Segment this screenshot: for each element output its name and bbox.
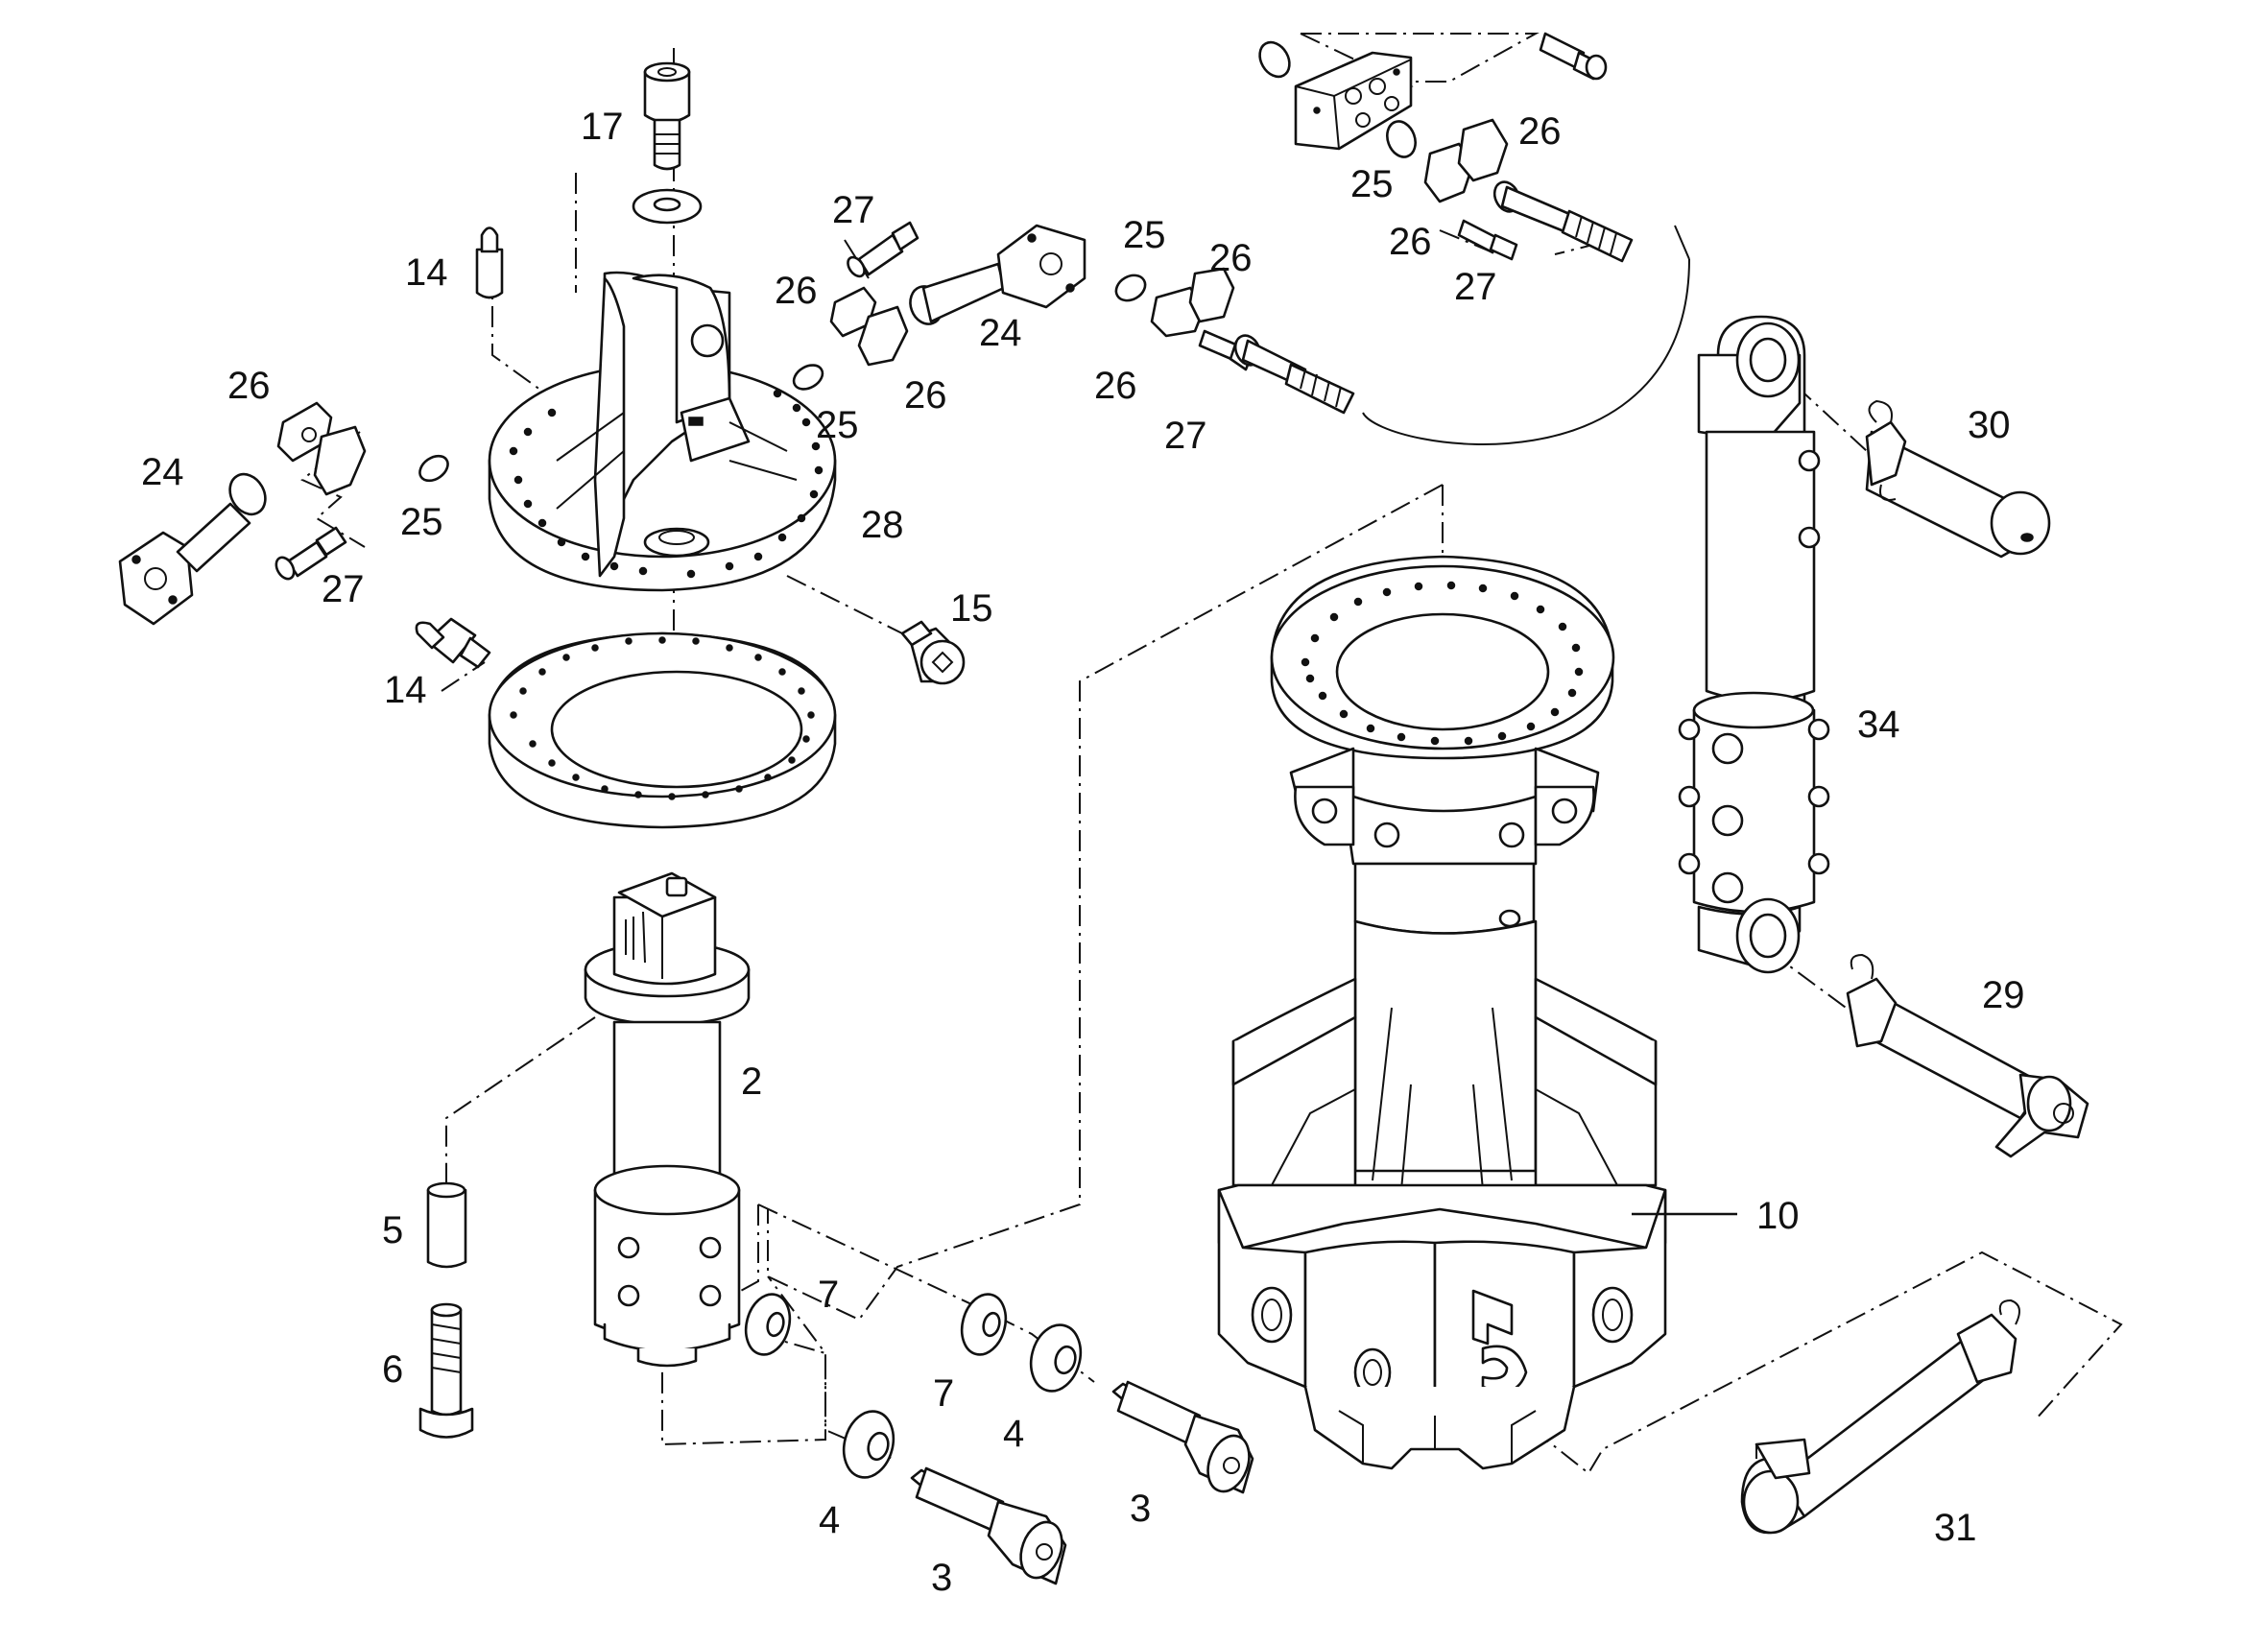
oring-25-mid xyxy=(792,364,824,391)
pin-31 xyxy=(1740,1299,2020,1535)
flange-fitting-24-left xyxy=(118,472,267,626)
callout-24: 24 xyxy=(141,451,184,493)
callout-4: 4 xyxy=(1003,1413,1024,1455)
callout-31: 31 xyxy=(1934,1507,1977,1549)
washer-7-left xyxy=(744,1293,792,1356)
screw-27-left xyxy=(275,526,347,581)
clamp-half-26-right xyxy=(1150,267,1235,338)
callout-10: 10 xyxy=(1756,1195,1800,1237)
callout-26: 26 xyxy=(1389,221,1432,263)
callout-27: 27 xyxy=(322,568,365,610)
spacer-sleeve-5 xyxy=(426,1181,467,1269)
cap-screw-17 xyxy=(643,61,691,171)
callout-7: 7 xyxy=(818,1274,839,1316)
washer-17 xyxy=(632,188,703,225)
callout-25: 25 xyxy=(816,404,859,446)
sealing-ring-4-right xyxy=(1029,1323,1083,1393)
callout-15: 15 xyxy=(950,587,993,630)
bolt-6 xyxy=(418,1302,474,1439)
callout-3: 3 xyxy=(931,1557,952,1599)
callout-24: 24 xyxy=(979,312,1022,354)
column-base-10 xyxy=(1217,555,1667,1470)
callout-26: 26 xyxy=(1094,365,1137,407)
callout-34: 34 xyxy=(1857,703,1900,746)
callout-6: 6 xyxy=(382,1348,403,1391)
grease-nipple-14-top xyxy=(475,226,504,299)
slewing-ring xyxy=(488,631,837,829)
callout-29: 29 xyxy=(1982,974,2025,1016)
screw-27-top-right xyxy=(1457,219,1518,261)
clamp-half-26-mid xyxy=(829,286,909,367)
clamp-half-26-top-right xyxy=(1423,118,1509,203)
callout-5: 5 xyxy=(382,1209,403,1251)
fitting-3-right xyxy=(1111,1380,1254,1494)
screw-top-right xyxy=(1539,32,1608,81)
callout-26: 26 xyxy=(1209,237,1253,279)
callout-25: 25 xyxy=(400,501,443,543)
washer-7-right xyxy=(960,1293,1008,1356)
callout-3: 3 xyxy=(1130,1488,1151,1530)
flange-fitting-24-mid xyxy=(909,224,1086,325)
manifold-block xyxy=(1294,51,1413,151)
oring-25-left xyxy=(418,454,449,483)
callout-7: 7 xyxy=(933,1372,954,1415)
hydraulic-cylinder-34 xyxy=(1678,315,1830,974)
plug-15 xyxy=(900,620,966,685)
callout-26: 26 xyxy=(775,270,818,312)
grease-nipple-14-side xyxy=(415,617,491,669)
callout-14-side: 14 xyxy=(384,669,427,711)
callout-27: 27 xyxy=(1454,266,1497,308)
pin-30 xyxy=(1865,399,2051,559)
callout-27: 27 xyxy=(832,189,875,231)
oring-top-right xyxy=(1258,40,1291,79)
callout-25: 25 xyxy=(1350,163,1394,205)
callout-14-top: 14 xyxy=(405,251,448,294)
callout-27: 27 xyxy=(1164,415,1207,457)
slewing-platform-28 xyxy=(488,271,837,592)
clamp-half-26-left xyxy=(276,401,367,496)
pin-29 xyxy=(1846,953,2089,1158)
callout-17: 17 xyxy=(581,106,624,148)
callout-26: 26 xyxy=(1518,110,1562,153)
callouts: 17 14 27 26 24 26 25 25 26 26 27 26 25 2… xyxy=(141,106,2025,1599)
sealing-ring-4-left xyxy=(842,1410,895,1479)
hose-end-fitting-right xyxy=(1233,334,1355,415)
swivel-joint-2 xyxy=(584,871,751,1368)
callout-4: 4 xyxy=(819,1499,840,1541)
callout-26: 26 xyxy=(227,365,271,407)
hose-end-fitting-top-right xyxy=(1492,180,1634,263)
callout-25: 25 xyxy=(1123,214,1166,256)
screw-27-mid-top xyxy=(847,221,919,278)
callout-26: 26 xyxy=(904,374,947,417)
oring-25-top-right xyxy=(1386,120,1417,158)
callout-28: 28 xyxy=(861,504,904,546)
oring-25-right xyxy=(1114,274,1147,302)
callout-2: 2 xyxy=(741,1060,762,1103)
callout-30: 30 xyxy=(1968,404,2011,446)
fitting-3-left xyxy=(910,1466,1067,1585)
